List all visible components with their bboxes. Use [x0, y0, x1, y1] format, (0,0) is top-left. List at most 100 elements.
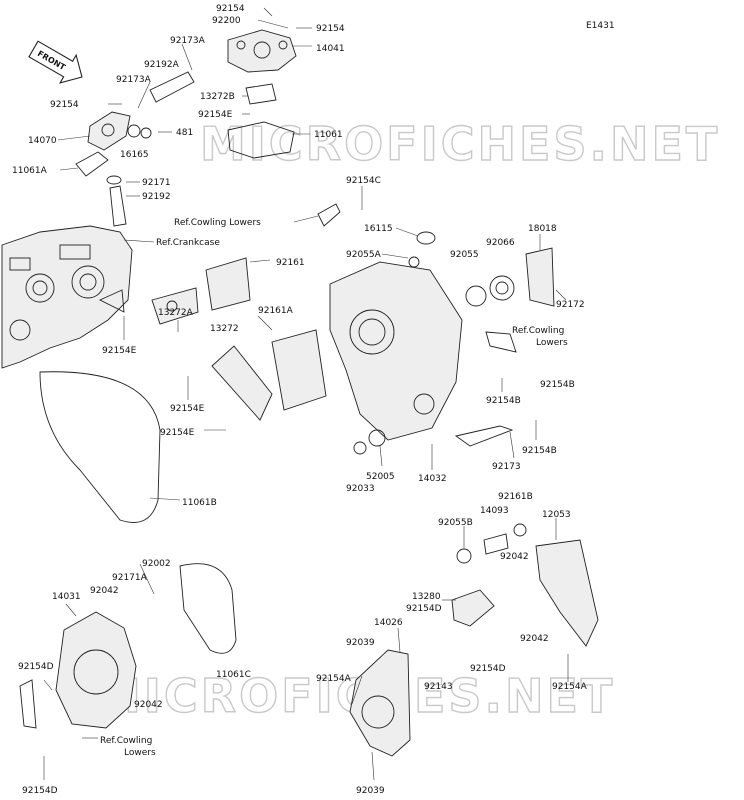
cover-14026 — [349, 649, 411, 757]
label-ref-cowling-lowers-1: Ref.Cowling Lowers — [174, 218, 261, 228]
label-13272b: 13272B — [200, 92, 235, 102]
label-92192a: 92192A — [144, 60, 180, 70]
label-92154d-right: 92154D — [470, 664, 506, 674]
label-92161: 92161 — [276, 258, 305, 268]
oring-92055b — [456, 548, 472, 564]
cover-14031-drawing — [55, 611, 137, 729]
oring-16165 — [127, 124, 141, 138]
label-92033: 92033 — [346, 484, 375, 494]
label-14026: 14026 — [374, 618, 403, 628]
housing-13280 — [451, 589, 495, 627]
label-92154d-mid: 92154D — [406, 604, 442, 614]
label-14032: 14032 — [418, 474, 447, 484]
label-16115: 16115 — [364, 224, 393, 234]
front-arrow-icon: FRONT — [28, 40, 83, 84]
label-92171a: 92171A — [112, 573, 148, 583]
label-92154a-left: 92154A — [316, 674, 352, 684]
label-92173a-a: 92173A — [170, 36, 206, 46]
label-92161a: 92161A — [258, 306, 294, 316]
hose-92192a — [149, 71, 195, 103]
label-13272: 13272 — [210, 324, 239, 334]
sight-glass-92066 — [489, 275, 515, 301]
gasket-11061 — [227, 121, 295, 159]
label-92154e-top: 92154E — [198, 110, 233, 120]
gasket-11061a — [75, 151, 109, 177]
label-ref-cowling-2a: Ref.Cowling — [512, 326, 564, 336]
bracket-12053 — [535, 539, 599, 647]
label-92154e-mid: 92154E — [102, 346, 137, 356]
leader-lines — [43, 7, 569, 781]
label-14093: 14093 — [480, 506, 509, 516]
cover-92161a — [271, 329, 327, 411]
label-52005: 52005 — [366, 472, 395, 482]
label-92154e-c: 92154E — [160, 428, 195, 438]
label-92173: 92173 — [492, 462, 521, 472]
label-11061c: 11061C — [216, 670, 251, 680]
label-11061: 11061 — [314, 130, 343, 140]
oil-cap-16115 — [416, 231, 436, 245]
label-92055b: 92055B — [438, 518, 473, 528]
label-92154c: 92154C — [346, 176, 381, 186]
label-92200: 92200 — [212, 16, 241, 26]
label-11061b: 11061B — [182, 498, 217, 508]
label-92154-left: 92154 — [50, 100, 79, 110]
label-ref-cowling-3b: Lowers — [124, 748, 156, 758]
label-92154b-c: 92154B — [522, 446, 557, 456]
seal-52005 — [368, 429, 386, 447]
oring-481 — [140, 127, 152, 139]
fitting-14070-drawing — [87, 111, 131, 151]
label-ref-cowling-2b: Lowers — [536, 338, 568, 348]
label-92172: 92172 — [556, 300, 585, 310]
label-92042-bottom: 92042 — [134, 700, 163, 710]
label-92154-top: 92154 — [216, 4, 245, 14]
label-ref-cowling-3a: Ref.Cowling — [100, 736, 152, 746]
label-92171: 92171 — [142, 178, 171, 188]
gasket-13272b — [245, 83, 277, 105]
label-92042-right2: 92042 — [520, 634, 549, 644]
label-13280: 13280 — [412, 592, 441, 602]
label-13272a: 13272A — [158, 308, 194, 318]
label-14070: 14070 — [28, 136, 57, 146]
oring-92055 — [465, 285, 487, 307]
clip-16115-left — [317, 203, 341, 227]
cover-14032-drawing — [329, 261, 463, 441]
label-92192: 92192 — [142, 192, 171, 202]
label-92154d-bottom: 92154D — [22, 786, 58, 796]
diagram-id: E1431 — [586, 21, 615, 31]
label-ref-crankcase: Ref.Crankcase — [156, 238, 220, 248]
label-92066: 92066 — [486, 238, 515, 248]
label-14041: 14041 — [316, 44, 345, 54]
label-18018: 18018 — [528, 224, 557, 234]
label-92154a-right: 92154A — [552, 682, 588, 692]
label-92154b-a: 92154B — [540, 380, 575, 390]
label-92143: 92143 — [424, 682, 453, 692]
label-92154e-b: 92154E — [170, 404, 205, 414]
gasket-11061b — [39, 371, 161, 523]
bracket-cowling-right — [485, 331, 517, 353]
bracket-13272a — [151, 287, 199, 325]
label-11061a: 11061A — [12, 166, 48, 176]
shaft-14093 — [483, 533, 509, 555]
label-92002: 92002 — [142, 559, 171, 569]
label-92042-left: 92042 — [90, 586, 119, 596]
bracket-18018 — [525, 247, 555, 307]
cover-92161 — [205, 257, 251, 311]
label-92154b-b: 92154B — [486, 396, 521, 406]
plate-13272 — [211, 345, 273, 421]
seal-92161b — [513, 523, 527, 537]
oring-92055a — [408, 256, 420, 268]
cover-14041-drawing — [227, 29, 297, 73]
label-12053: 12053 — [542, 510, 571, 520]
label-92161b: 92161B — [498, 492, 533, 502]
label-92055a: 92055A — [346, 250, 382, 260]
bracket-left — [19, 679, 37, 729]
part-labels: 92154 92200 92154 92173A 14041 92192A 92… — [12, 4, 588, 796]
circlip-92033 — [353, 441, 367, 455]
label-92154-tr: 92154 — [316, 24, 345, 34]
stay-92173 — [454, 425, 514, 447]
label-92042-right: 92042 — [500, 552, 529, 562]
label-92055: 92055 — [450, 250, 479, 260]
label-16165: 16165 — [120, 150, 149, 160]
label-92154d-left: 92154D — [18, 662, 54, 672]
